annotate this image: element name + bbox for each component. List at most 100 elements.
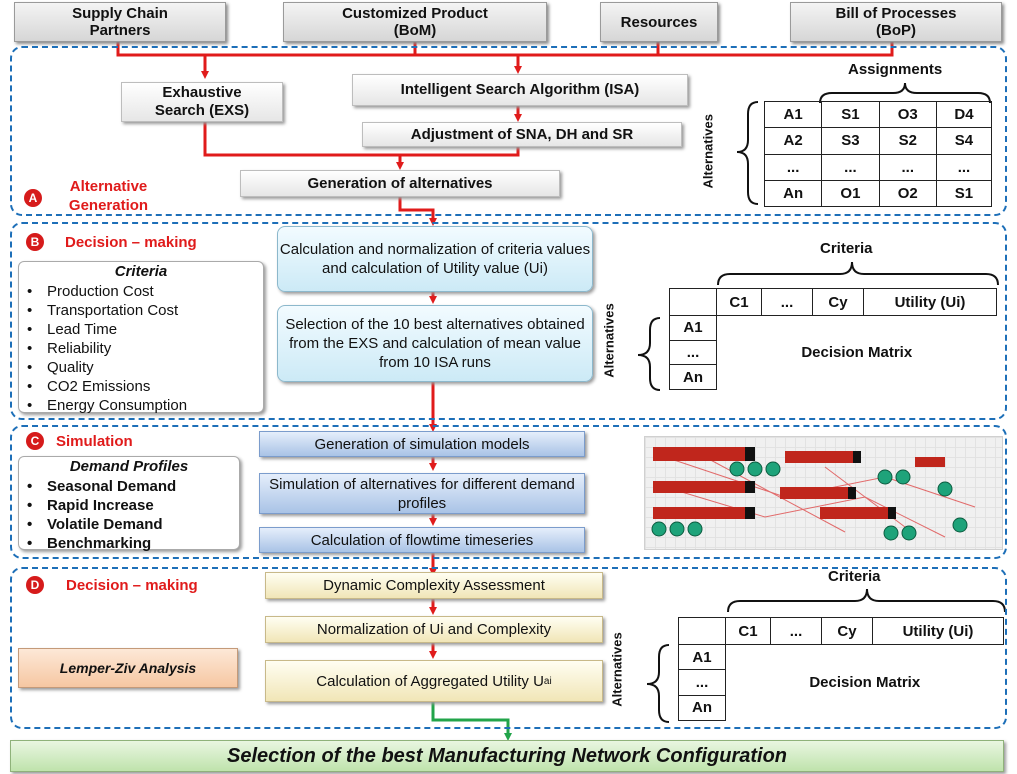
demand-profiles-box: Demand Profiles Seasonal Demand Rapid In… [18,456,240,553]
input-line: Partners [89,22,151,39]
input-bill-of-processes: Bill of Processes (BoP) [790,2,1002,42]
criteria-list-box: Criteria Production Cost Transportation … [18,261,264,415]
decision-matrix-d: C1 ... Cy Utility (Ui) A1 Decision Matri… [678,617,1004,722]
table-row: A1 S1 O3 D4 [763,100,993,129]
table-cell: S1 [821,100,880,129]
section-b-marker: B [26,233,44,251]
aggregated-utility-subscript: ai [543,675,552,687]
list-item: Energy Consumption [19,396,263,415]
selection-best-alternatives-box: Selection of the 10 best alternatives ob… [277,305,593,382]
table-cell: ... [763,153,823,181]
input-resources: Resources [600,2,718,42]
table-cell: A2 [763,127,823,155]
table-cell: ... [878,153,937,181]
section-b-title: Decision – making [65,234,197,251]
table-cell: Cy [821,617,873,645]
calculation-normalization-box: Calculation and normalization of criteri… [277,226,593,292]
list-item: Benchmarking [19,534,239,553]
alternatives-brace-a [736,101,759,205]
alternatives-label-d: Alternatives [609,632,625,707]
table-cell: A1 [763,100,823,129]
table-cell: O2 [878,179,937,208]
box-line: Search (EXS) [154,102,250,119]
table-cell: An [678,694,726,722]
table-row: An [669,364,997,390]
input-line: (BoP) [876,22,916,39]
panel-decision-making-b [10,222,1007,420]
table-cell: A1 [669,315,717,341]
table-row: ... ... ... ... [763,153,993,181]
input-line: Supply Chain [72,5,168,22]
criteria-brace-b [717,261,999,286]
table-cell: An [669,364,717,390]
table-row: A1 Decision Matrix [669,315,997,361]
criteria-label-d: Criteria [828,568,881,585]
adjustment-box: Adjustment of SNA, DH and SR [362,122,682,147]
panel-alternative-generation [10,46,1007,216]
decision-matrix-center: Decision Matrix [809,674,921,692]
table-row: ... [678,669,1004,696]
demand-profiles-list: Seasonal Demand Rapid Increase Volatile … [19,477,239,553]
section-d-title: Decision – making [66,577,198,594]
list-item: Rapid Increase [19,496,239,515]
table-cell: O1 [821,179,880,208]
table-cell: An [763,179,823,208]
panel-decision-making-d [10,567,1007,729]
table-cell: Cy [812,288,864,316]
generation-box: Generation of alternatives [240,170,560,197]
input-customized-product: Customized Product (BoM) [283,2,547,42]
table-cell: A1 [678,643,726,671]
table-row: ... [669,339,997,366]
table-row: C1 ... Cy Utility (Ui) [669,288,997,316]
table-cell: S4 [935,127,993,155]
table-row: An O1 O2 S1 [763,179,993,208]
title-line: Alternative [69,178,148,195]
input-line: Customized Product [342,5,488,22]
simulation-model-image [644,436,1003,550]
exhaustive-search-box: Exhaustive Search (EXS) [121,82,283,122]
list-item: Seasonal Demand [19,477,239,496]
input-line: (BoM) [393,22,437,39]
braces [637,82,1006,723]
section-d-marker: D [26,576,44,594]
table-cell: S3 [821,127,880,155]
table-row: C1 ... Cy Utility (Ui) [678,617,1004,645]
table-cell: C1 [725,617,771,645]
input-line: Resources [620,13,698,31]
flowtime-timeseries-box: Calculation of flowtime timeseries [259,527,585,553]
decision-matrix-b: C1 ... Cy Utility (Ui) A1 Decision Matri… [669,288,997,390]
table-cell: D4 [935,100,993,129]
aggregated-utility-text: Calculation of Aggregated Utility U [316,672,544,690]
section-c-marker: C [26,432,44,450]
box-line: Exhaustive [162,84,242,101]
table-row: An [678,694,1004,722]
list-item: Lead Time [19,320,263,339]
table-row: A1 Decision Matrix [678,643,1004,691]
table-cell: ... [935,153,993,181]
alternatives-brace-d [646,644,670,723]
list-item: Transportation Cost [19,301,263,320]
table-cell [678,617,726,645]
decision-matrix-center: Decision Matrix [801,344,913,362]
list-item: Volatile Demand [19,515,239,534]
list-item: CO2 Emissions [19,377,263,396]
table-cell [669,288,717,316]
final-selection-banner: Selection of the best Manufacturing Netw… [10,740,1004,772]
table-cell: Utility (Ui) [872,617,1004,645]
table-cell: S1 [935,179,993,208]
criteria-label-b: Criteria [820,240,873,257]
input-supply-chain-partners: Supply Chain Partners [14,2,226,42]
criteria-list-title: Criteria [114,263,168,280]
table-row: A2 S3 S2 S4 [763,127,993,155]
lemper-ziv-box: Lemper-Ziv Analysis [18,648,238,688]
alternatives-brace-b [637,317,661,391]
table-cell: ... [678,669,726,696]
list-item: Reliability [19,339,263,358]
section-c-title: Simulation [56,433,133,450]
assignments-label: Assignments [848,61,943,78]
generation-simulation-models-box: Generation of simulation models [259,431,585,457]
input-line: Bill of Processes [835,5,957,22]
table-cell: ... [770,617,822,645]
demand-profiles-title: Demand Profiles [69,458,189,475]
